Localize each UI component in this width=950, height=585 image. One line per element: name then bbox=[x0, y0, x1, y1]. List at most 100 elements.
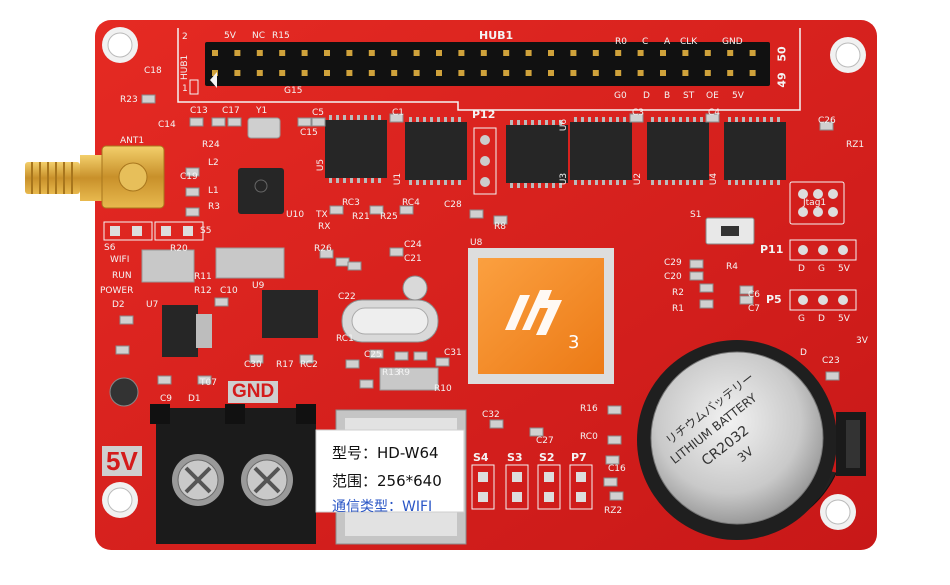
ref-designator: C22 bbox=[338, 292, 356, 302]
smd-passive bbox=[825, 371, 840, 381]
ic-lead bbox=[735, 117, 738, 122]
hub-label-b: B bbox=[664, 91, 671, 101]
ic-lead bbox=[371, 115, 374, 120]
ic-lead bbox=[510, 183, 513, 188]
smd-passive bbox=[819, 121, 834, 131]
battery-voltage: 3V bbox=[734, 444, 756, 465]
switch-s1-label: S1 bbox=[690, 210, 702, 220]
hub-pin1: 1 bbox=[182, 84, 188, 94]
smd-passive bbox=[435, 357, 450, 367]
sticker-model: 型号：HD-W64 bbox=[332, 444, 439, 462]
hub-label-g15: G15 bbox=[284, 86, 303, 96]
chip-u1-label: U1 bbox=[393, 172, 404, 186]
ref-designator: R2 bbox=[672, 288, 684, 298]
ic-lead bbox=[517, 120, 520, 125]
hub-pin bbox=[279, 70, 286, 76]
smd-passive bbox=[329, 205, 344, 215]
smd-passive bbox=[607, 405, 622, 415]
smd-passive bbox=[311, 117, 326, 127]
chip-u3-label: U3 bbox=[559, 172, 570, 186]
ref-designator: RZ2 bbox=[604, 506, 623, 516]
hub-pin bbox=[525, 70, 532, 76]
hub-pin bbox=[480, 50, 487, 56]
chip-u9-label: U9 bbox=[252, 281, 265, 291]
ic-lead bbox=[700, 180, 703, 185]
flash-ic bbox=[262, 290, 318, 338]
buffer-ic bbox=[570, 122, 632, 180]
hub-pin bbox=[212, 50, 218, 56]
ref-designator: C30 bbox=[244, 360, 262, 370]
hub-pin bbox=[458, 70, 465, 76]
ic-lead bbox=[371, 178, 374, 183]
smd-passive bbox=[185, 207, 200, 217]
hub-pin bbox=[368, 70, 375, 76]
ic-lead bbox=[602, 180, 605, 185]
ic-lead bbox=[616, 180, 619, 185]
mounting-holes bbox=[102, 27, 866, 530]
switch-s3-label: S3 bbox=[507, 451, 523, 464]
smd-passive bbox=[211, 117, 226, 127]
ref-designator: L1 bbox=[208, 186, 219, 196]
ref-designator: R9 bbox=[398, 368, 410, 378]
vcc-label: 5V bbox=[102, 446, 142, 476]
smd-passive bbox=[689, 271, 704, 281]
ic-lead bbox=[336, 115, 339, 120]
ref-designator: R20 bbox=[170, 244, 188, 254]
led-wifi-label: WIFI bbox=[110, 255, 130, 265]
hub-side-label: HUB1 bbox=[180, 54, 190, 80]
ic-lead bbox=[350, 178, 353, 183]
chip-u6-label: U6 bbox=[559, 118, 570, 132]
hub-pin bbox=[413, 70, 420, 76]
led-power-label: POWER bbox=[100, 286, 134, 296]
hub-pin bbox=[480, 70, 487, 76]
hub-label-nc: NC bbox=[252, 31, 266, 41]
hub-pin bbox=[503, 50, 510, 56]
smd-passive bbox=[369, 205, 384, 215]
hub-label-a: A bbox=[664, 37, 671, 47]
ic-lead bbox=[658, 180, 661, 185]
ref-designator: D bbox=[800, 348, 807, 358]
ic-lead bbox=[437, 117, 440, 122]
ref-designator: C14 bbox=[158, 120, 176, 130]
p11-pin-d: D bbox=[798, 264, 805, 274]
ref-designator: C29 bbox=[664, 258, 682, 268]
ref-designator: R13 bbox=[382, 368, 400, 378]
hub-pin bbox=[727, 50, 734, 56]
p5-pin-d: D bbox=[818, 314, 825, 324]
ref-designator: RC1 bbox=[336, 334, 354, 344]
smd-passive bbox=[369, 349, 384, 359]
ref-designator: TX bbox=[316, 210, 328, 220]
ref-designator: RX bbox=[318, 222, 331, 232]
ic-lead bbox=[749, 117, 752, 122]
ic-lead bbox=[444, 180, 447, 185]
ic-lead bbox=[336, 178, 339, 183]
antenna-sma-connector bbox=[25, 145, 165, 209]
buffer-ic bbox=[647, 122, 709, 180]
ic-lead bbox=[735, 180, 738, 185]
ic-lead bbox=[329, 115, 332, 120]
hub-pin bbox=[324, 70, 330, 76]
hub-pin bbox=[570, 50, 577, 56]
ic-lead bbox=[430, 117, 433, 122]
chip-u10-label: U10 bbox=[286, 210, 305, 220]
resistor-arrays bbox=[141, 247, 439, 391]
hub-pin bbox=[704, 70, 711, 76]
ic-lead bbox=[350, 115, 353, 120]
hub-pin bbox=[324, 50, 330, 56]
hub-label-st: ST bbox=[683, 91, 695, 101]
ref-designator: C23 bbox=[822, 356, 840, 366]
ic-lead bbox=[517, 183, 520, 188]
ref-designator: R21 bbox=[352, 212, 370, 222]
hub-pin bbox=[660, 50, 666, 56]
hub-pin bbox=[436, 50, 442, 56]
ref-designator: R17 bbox=[276, 360, 294, 370]
smd-passive bbox=[185, 167, 200, 177]
ic-lead bbox=[458, 117, 461, 122]
p5-pin-5v: 5V bbox=[838, 314, 850, 324]
hub-pin bbox=[212, 70, 218, 76]
ic-lead bbox=[378, 178, 381, 183]
ic-lead bbox=[679, 117, 682, 122]
ref-designator: C16 bbox=[608, 464, 626, 474]
